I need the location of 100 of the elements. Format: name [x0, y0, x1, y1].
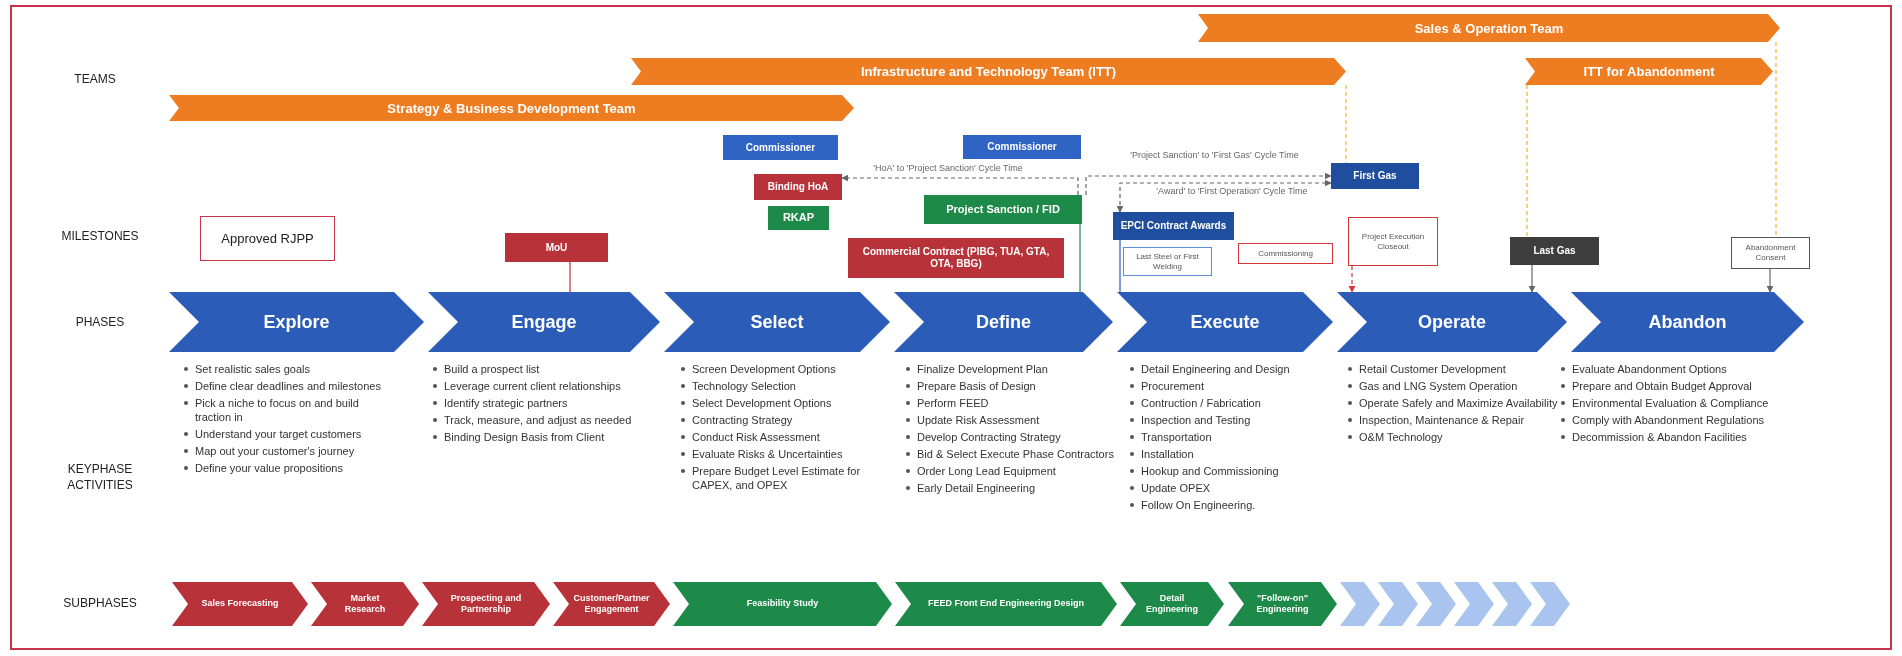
activity-item: Leverage current client relationships	[444, 379, 621, 393]
activity-item: Contruction / Fabrication	[1141, 396, 1261, 410]
phase-block: Select	[664, 292, 890, 352]
activity-item: Retail Customer Development	[1359, 362, 1506, 376]
activity-item: Understand your target customers	[195, 427, 362, 441]
activity-item: Map out your customer's journey	[195, 444, 355, 458]
activity-item: Hookup and Commissioning	[1141, 464, 1279, 478]
subphase-block: Market Research	[311, 582, 419, 626]
activity-item: Set realistic sales goals	[195, 362, 310, 376]
activity-item: Binding Design Basis from Client	[444, 430, 605, 444]
milestone-box: EPCI Contract Awards	[1113, 212, 1234, 240]
milestone-box: Project Sanction / FID	[924, 195, 1082, 224]
subphase-block: FEED Front End Engineering Design	[895, 582, 1117, 626]
activity-item: Operate Safely and Maximize Availability	[1359, 396, 1558, 410]
activity-item: Define your value propositions	[195, 461, 343, 475]
chevron-shape	[1340, 582, 1380, 626]
connector-line	[1119, 239, 1121, 293]
subphase-block: Customer/Partner Engagement	[553, 582, 670, 626]
activity-item: Installation	[1141, 447, 1194, 461]
activity-item: Perform FEED	[917, 396, 989, 410]
phase-block: Execute	[1117, 292, 1333, 352]
activity-item: Follow On Engineering.	[1141, 498, 1256, 512]
activity-item: Transportation	[1141, 430, 1212, 444]
subphase-block: Detail Engineering	[1120, 582, 1224, 626]
activity-item: Update Risk Assessment	[917, 413, 1040, 427]
subphase-block: Sales Forecasting	[172, 582, 308, 626]
connector-line	[569, 261, 571, 293]
team-banner: Sales & Operation Team	[1198, 14, 1780, 42]
activity-item: Prepare Basis of Design	[917, 379, 1036, 393]
activity-item: Identify strategic partners	[444, 396, 568, 410]
chevron-shape	[1378, 582, 1418, 626]
connector-line	[841, 174, 1079, 196]
phase-block: Define	[894, 292, 1113, 352]
milestone-box: Commercial Contract (PIBG, TUA, GTA, OTA, BBG)	[848, 238, 1064, 278]
activity-item: Define clear deadlines and milestones	[195, 379, 381, 393]
connector-line	[1348, 265, 1356, 293]
activity-item: Early Detail Engineering	[917, 481, 1035, 495]
milestone-box: First Gas	[1331, 163, 1419, 189]
activity-item: Decommission & Abandon Facilities	[1572, 430, 1747, 444]
milestone-box: Commissioning	[1238, 243, 1333, 264]
connector-line	[1116, 179, 1332, 213]
row-header: SUBPHASES	[62, 595, 138, 612]
milestone-box: Last Gas	[1510, 237, 1599, 265]
subphase-block: "Follow-on" Engineering	[1228, 582, 1337, 626]
milestone-box: Last Steel or First Welding	[1123, 247, 1212, 276]
connector-line	[1085, 172, 1332, 196]
row-header: PHASES	[74, 314, 126, 331]
activity-item: Screen Development Options	[692, 362, 836, 376]
activity-item: Conduct Risk Assessment	[692, 430, 820, 444]
activity-item: Prepare and Obtain Budget Approval	[1572, 379, 1752, 393]
chevron-shape	[1492, 582, 1532, 626]
activity-item: O&M Technology	[1359, 430, 1443, 444]
activity-item: Build a prospect list	[444, 362, 540, 376]
activity-item: Finalize Development Plan	[917, 362, 1048, 376]
connector-line	[1775, 41, 1777, 238]
activity-item: Procurement	[1141, 379, 1204, 393]
activity-item: Inspection, Maintenance & Repair	[1359, 413, 1525, 427]
connector-line	[1528, 264, 1536, 293]
milestone-box: Approved RJPP	[200, 216, 335, 261]
activity-item: Comply with Abandonment Regulations	[1572, 413, 1764, 427]
activity-item: Evaluate Abandonment Options	[1572, 362, 1727, 376]
team-banner: Infrastructure and Technology Team (ITT)	[631, 58, 1346, 85]
connector-line	[1766, 268, 1774, 293]
milestone-box: Commissioner	[963, 135, 1081, 159]
row-header: MILESTONES	[60, 228, 140, 245]
chevron-shape	[1530, 582, 1570, 626]
activity-item: Inspection and Testing	[1141, 413, 1251, 427]
milestone-box: Project Execution Closeout	[1348, 217, 1438, 266]
milestone-box: MoU	[505, 233, 608, 262]
activity-item: Prepare Budget Level Estimate for CAPEX, and OPEX	[692, 464, 862, 492]
connector-line	[1079, 223, 1081, 293]
activity-item: Update OPEX	[1141, 481, 1211, 495]
row-header: TEAMS	[73, 71, 117, 88]
team-banner: Strategy & Business Development Team	[169, 95, 854, 121]
row-header: KEYPHASE ACTIVITIES	[66, 461, 134, 494]
subphase-block: Prospecting and Partnership	[422, 582, 550, 626]
activity-item: Track, measure, and adjust as needed	[444, 413, 632, 427]
phase-block: Abandon	[1571, 292, 1804, 352]
milestone-box: Binding HoA	[754, 174, 842, 200]
activity-item: Evaluate Risks & Uncertainties	[692, 447, 843, 461]
activity-item: Bid & Select Execute Phase Contractors	[917, 447, 1114, 461]
chevron-shape	[1454, 582, 1494, 626]
activity-item: Environmental Evaluation & Compliance	[1572, 396, 1769, 410]
phase-block: Operate	[1337, 292, 1567, 352]
phase-block: Explore	[169, 292, 424, 352]
activity-item: Contracting Strategy	[692, 413, 793, 427]
team-banner: ITT for Abandonment	[1525, 58, 1773, 85]
activity-item: Develop Contracting Strategy	[917, 430, 1061, 444]
chevron-shape	[1416, 582, 1456, 626]
activity-item: Pick a niche to focus on and build traction in	[195, 396, 360, 424]
phase-block: Engage	[428, 292, 660, 352]
activity-item: Order Long Lead Equipment	[917, 464, 1056, 478]
activity-item: Detail Engineering and Design	[1141, 362, 1290, 376]
milestone-box: Abandonment Consent	[1731, 237, 1810, 269]
milestone-box: RKAP	[768, 206, 829, 230]
subphase-block: Feasibility Study	[673, 582, 892, 626]
activity-item: Select Development Options	[692, 396, 832, 410]
activity-item: Technology Selection	[692, 379, 796, 393]
activity-item: Gas and LNG System Operation	[1359, 379, 1518, 393]
milestone-box: Commissioner	[723, 135, 838, 160]
